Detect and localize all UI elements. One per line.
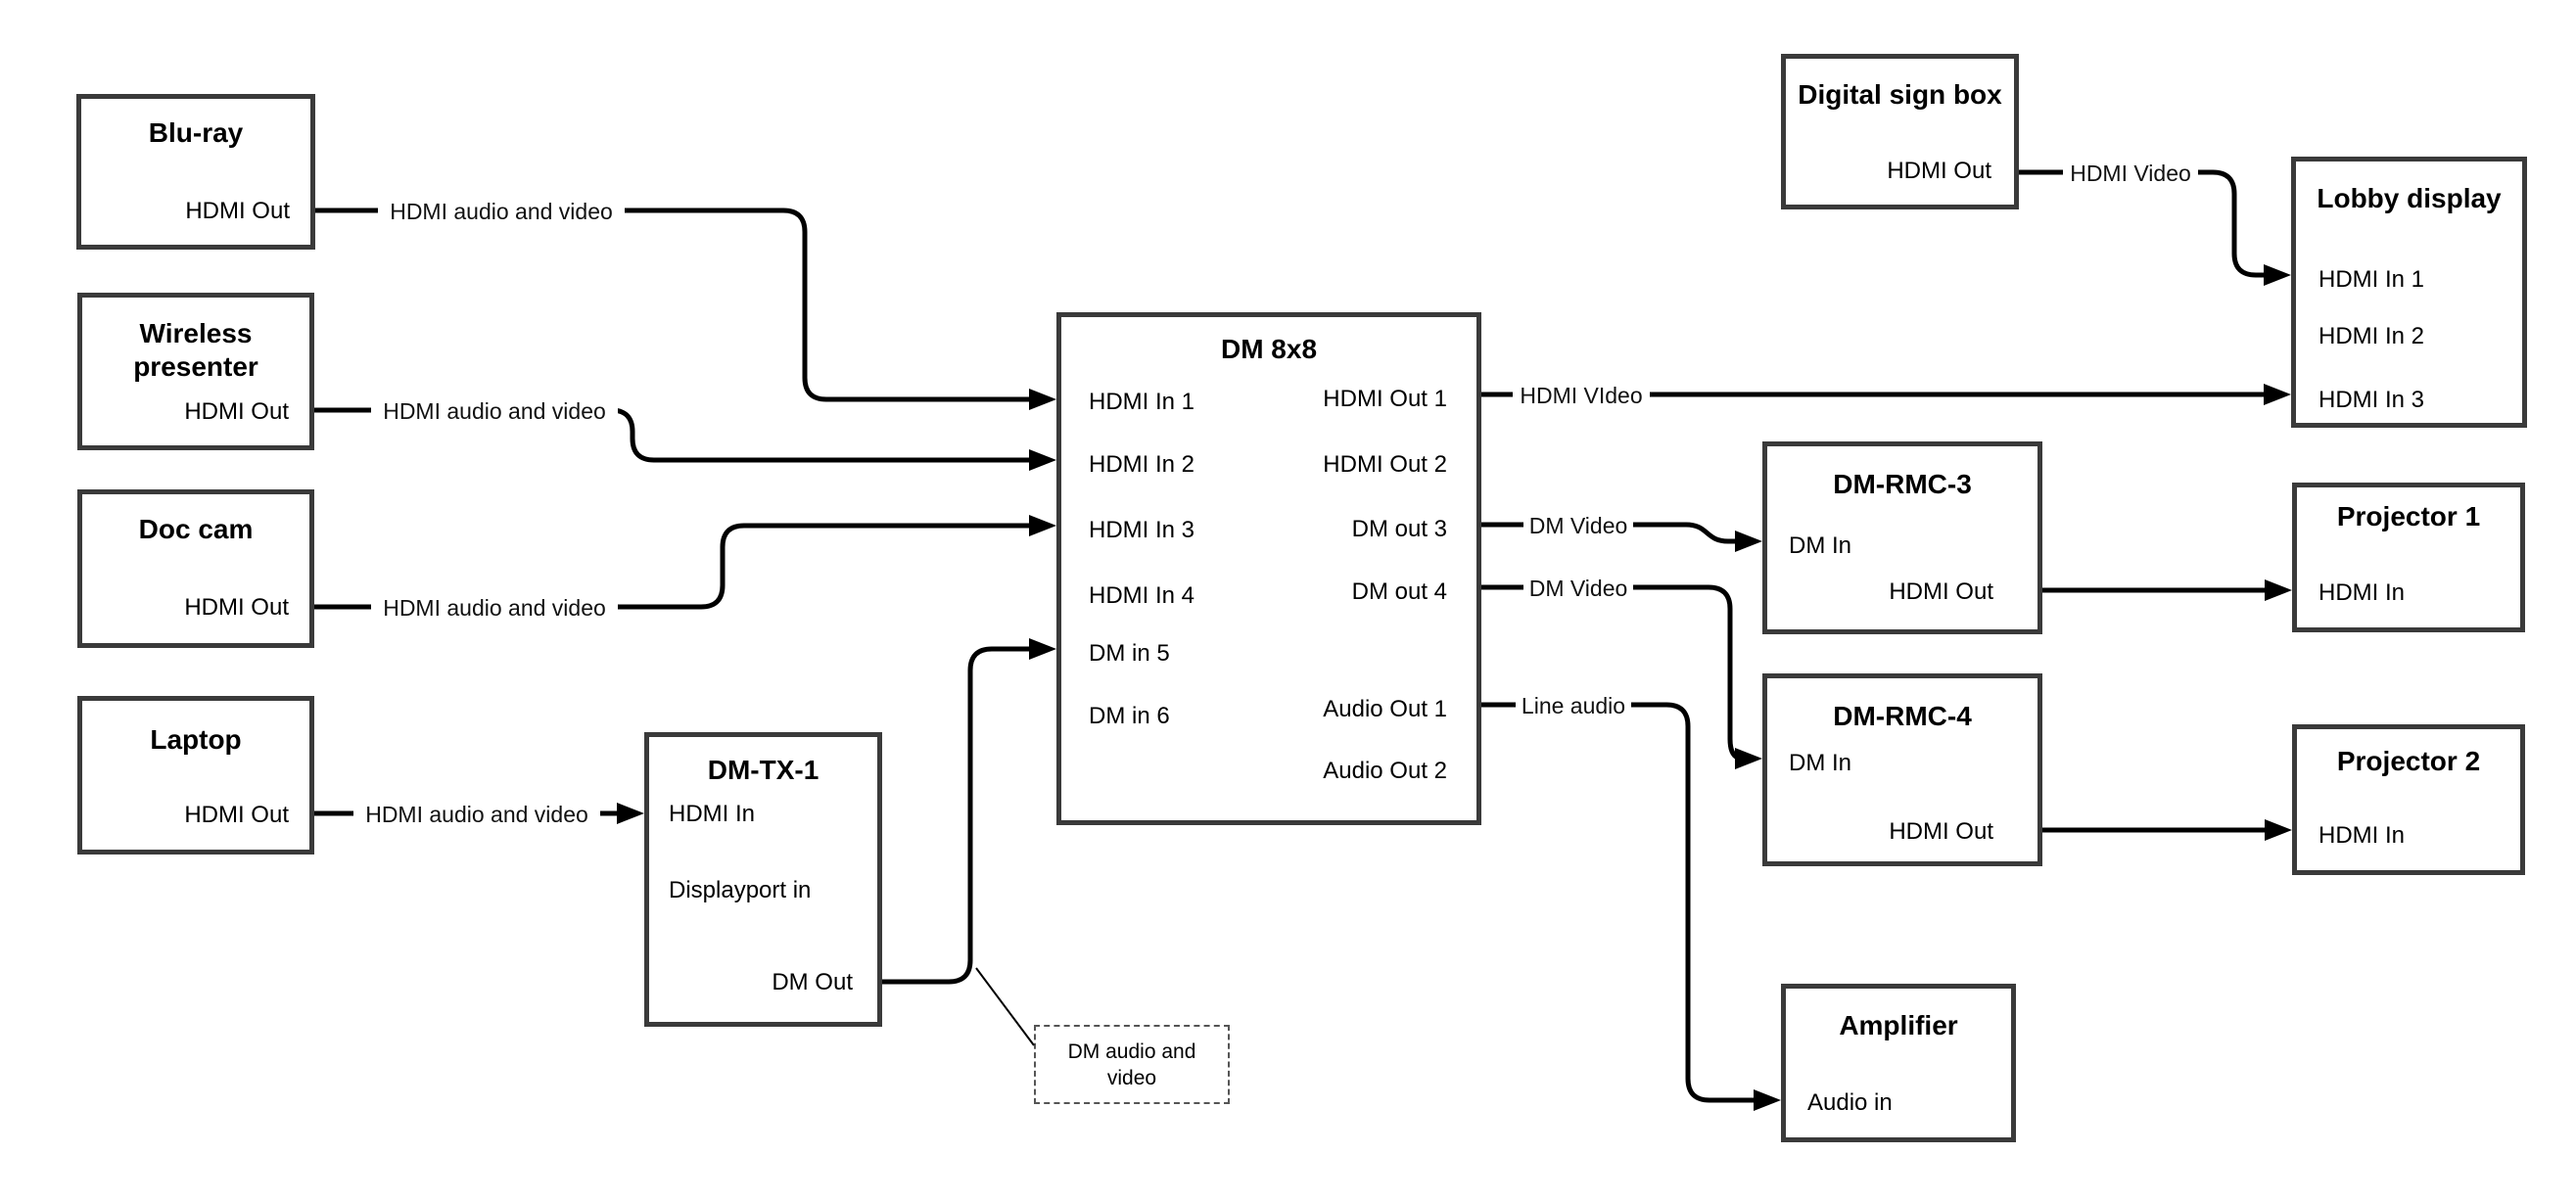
port-hdmi-out: HDMI Out <box>184 398 289 425</box>
port-dm-in-5: DM in 5 <box>1089 640 1170 667</box>
wire-wireless-to-dm8x8-in2 <box>314 407 1034 463</box>
node-dm-rmc-3: DM-RMC-3 DM In HDMI Out <box>1762 441 2042 634</box>
node-dm-tx-1: DM-TX-1 HDMI In Displayport in DM Out <box>644 732 882 1027</box>
wire-doccam-to-dm8x8-in3 <box>314 523 1034 610</box>
node-bluray: Blu-ray HDMI Out <box>76 94 315 250</box>
arrowhead <box>1735 531 1762 552</box>
port-displayport-in: Displayport in <box>669 877 812 903</box>
wire-label: HDMI audio and video <box>383 595 606 621</box>
wire-label-bg <box>371 591 618 623</box>
node-amplifier: Amplifier Audio in <box>1781 984 2016 1142</box>
node-title: DM-TX-1 <box>707 755 820 785</box>
port-hdmi-out: HDMI Out <box>1887 158 1991 184</box>
port-dm-in-6: DM in 6 <box>1089 703 1170 729</box>
port-hdmi-in-4: HDMI In 4 <box>1089 582 1195 609</box>
arrowhead <box>1735 748 1762 769</box>
port-dm-in: DM In <box>1789 750 1852 776</box>
wire-label-bg <box>371 394 618 426</box>
arrowhead <box>617 803 644 824</box>
node-projector-1: Projector 1 HDMI In <box>2292 483 2525 632</box>
node-title: Lobby display <box>2317 183 2502 213</box>
annotation-dm-audio-video: DM audio and video <box>1034 1025 1230 1104</box>
wire-label-bg <box>353 798 600 829</box>
arrowhead <box>2264 384 2291 405</box>
annotation-pointer-line <box>975 967 1035 1046</box>
wire-bluray-to-dm8x8-in1 <box>315 208 1034 402</box>
port-audio-out-1: Audio Out 1 <box>1323 696 1447 722</box>
node-title: Amplifier <box>1839 1010 1958 1040</box>
port-hdmi-in-1: HDMI In 1 <box>1089 389 1195 415</box>
wire-dm8x8-audio1-to-amplifier <box>1481 702 1757 1103</box>
wire-label: Line audio <box>1522 693 1625 718</box>
wire-label: HDMI audio and video <box>365 802 588 827</box>
node-dm-rmc-4: DM-RMC-4 DM In HDMI Out <box>1762 673 2042 866</box>
port-hdmi-in-1: HDMI In 1 <box>2318 266 2425 293</box>
arrowhead <box>1029 389 1056 410</box>
port-hdmi-in-3: HDMI In 3 <box>2318 387 2425 413</box>
wire-dmtx1-to-dm8x8-in5 <box>882 646 1034 985</box>
node-title: Wireless presenter <box>133 318 258 382</box>
wire-label: HDMI VIdeo <box>1520 383 1642 408</box>
wire-dm8x8-out4-to-dmrmc4 <box>1481 584 1744 762</box>
node-title: Laptop <box>150 724 242 755</box>
wire-label-bg <box>1513 379 1650 410</box>
port-hdmi-out: HDMI Out <box>184 594 289 621</box>
port-audio-out-2: Audio Out 2 <box>1323 758 1447 784</box>
port-hdmi-out: HDMI Out <box>184 802 289 828</box>
port-hdmi-out: HDMI Out <box>1889 818 1993 845</box>
wire-label-bg <box>1523 509 1633 540</box>
port-hdmi-in-2: HDMI In 2 <box>2318 323 2425 349</box>
port-hdmi-in: HDMI In <box>2318 579 2406 606</box>
wire-label: DM Video <box>1529 576 1628 601</box>
port-dm-out-3: DM out 3 <box>1351 516 1447 542</box>
node-digital-sign-box: Digital sign box HDMI Out <box>1781 54 2019 209</box>
arrowhead <box>1754 1089 1781 1111</box>
node-title: DM-RMC-3 <box>1833 469 1972 499</box>
wire-label: HDMI audio and video <box>390 199 613 224</box>
wire-label-bg <box>1523 572 1633 603</box>
port-hdmi-out-1: HDMI Out 1 <box>1323 386 1447 412</box>
wire-sign-to-lobby-in1 <box>2019 169 2270 278</box>
port-hdmi-in-3: HDMI In 3 <box>1089 517 1195 543</box>
wire-label-bg <box>378 195 625 226</box>
node-title: DM 8x8 <box>1220 334 1318 364</box>
arrowhead <box>2265 579 2292 601</box>
node-title: Projector 2 <box>2336 746 2481 776</box>
wire-dm8x8-out3-to-dmrmc3 <box>1481 522 1737 544</box>
node-title: Digital sign box <box>1798 79 2002 110</box>
node-laptop: Laptop HDMI Out <box>77 696 314 855</box>
arrowhead <box>1029 515 1056 536</box>
wire-label-bg <box>2063 157 2198 188</box>
port-hdmi-out: HDMI Out <box>1889 578 1993 605</box>
port-hdmi-out-2: HDMI Out 2 <box>1323 451 1447 478</box>
node-dm-8x8: DM 8x8 HDMI In 1 HDMI In 2 HDMI In 3 HDM… <box>1056 312 1481 825</box>
node-projector-2: Projector 2 HDMI In <box>2292 724 2525 875</box>
node-title: Doc cam <box>138 514 254 544</box>
port-dm-out: DM Out <box>772 969 853 995</box>
port-dm-in: DM In <box>1789 532 1852 559</box>
port-dm-out-4: DM out 4 <box>1351 578 1447 605</box>
node-title: DM-RMC-4 <box>1833 701 1972 731</box>
arrowhead <box>2265 819 2292 841</box>
arrowhead <box>1029 638 1056 660</box>
port-hdmi-in: HDMI In <box>669 801 756 827</box>
node-doc-cam: Doc cam HDMI Out <box>77 489 314 648</box>
port-hdmi-out: HDMI Out <box>185 198 290 224</box>
wire-label: HDMI audio and video <box>383 398 606 424</box>
port-hdmi-in-2: HDMI In 2 <box>1089 451 1195 478</box>
port-hdmi-in: HDMI In <box>2318 822 2406 849</box>
wire-label: DM Video <box>1529 513 1628 538</box>
node-title: Blu-ray <box>148 117 244 148</box>
node-title: Projector 1 <box>2336 501 2481 531</box>
node-wireless-presenter: Wireless presenter HDMI Out <box>77 293 314 450</box>
arrowhead <box>1029 449 1056 471</box>
annotation-text: DM audio and video <box>1067 1039 1196 1089</box>
node-lobby-display: Lobby display HDMI In 1 HDMI In 2 HDMI I… <box>2291 157 2527 428</box>
arrowhead <box>2264 264 2291 286</box>
wire-label: HDMI Video <box>2070 161 2191 186</box>
port-audio-in: Audio in <box>1807 1089 1893 1116</box>
wire-label-bg <box>1516 689 1631 720</box>
